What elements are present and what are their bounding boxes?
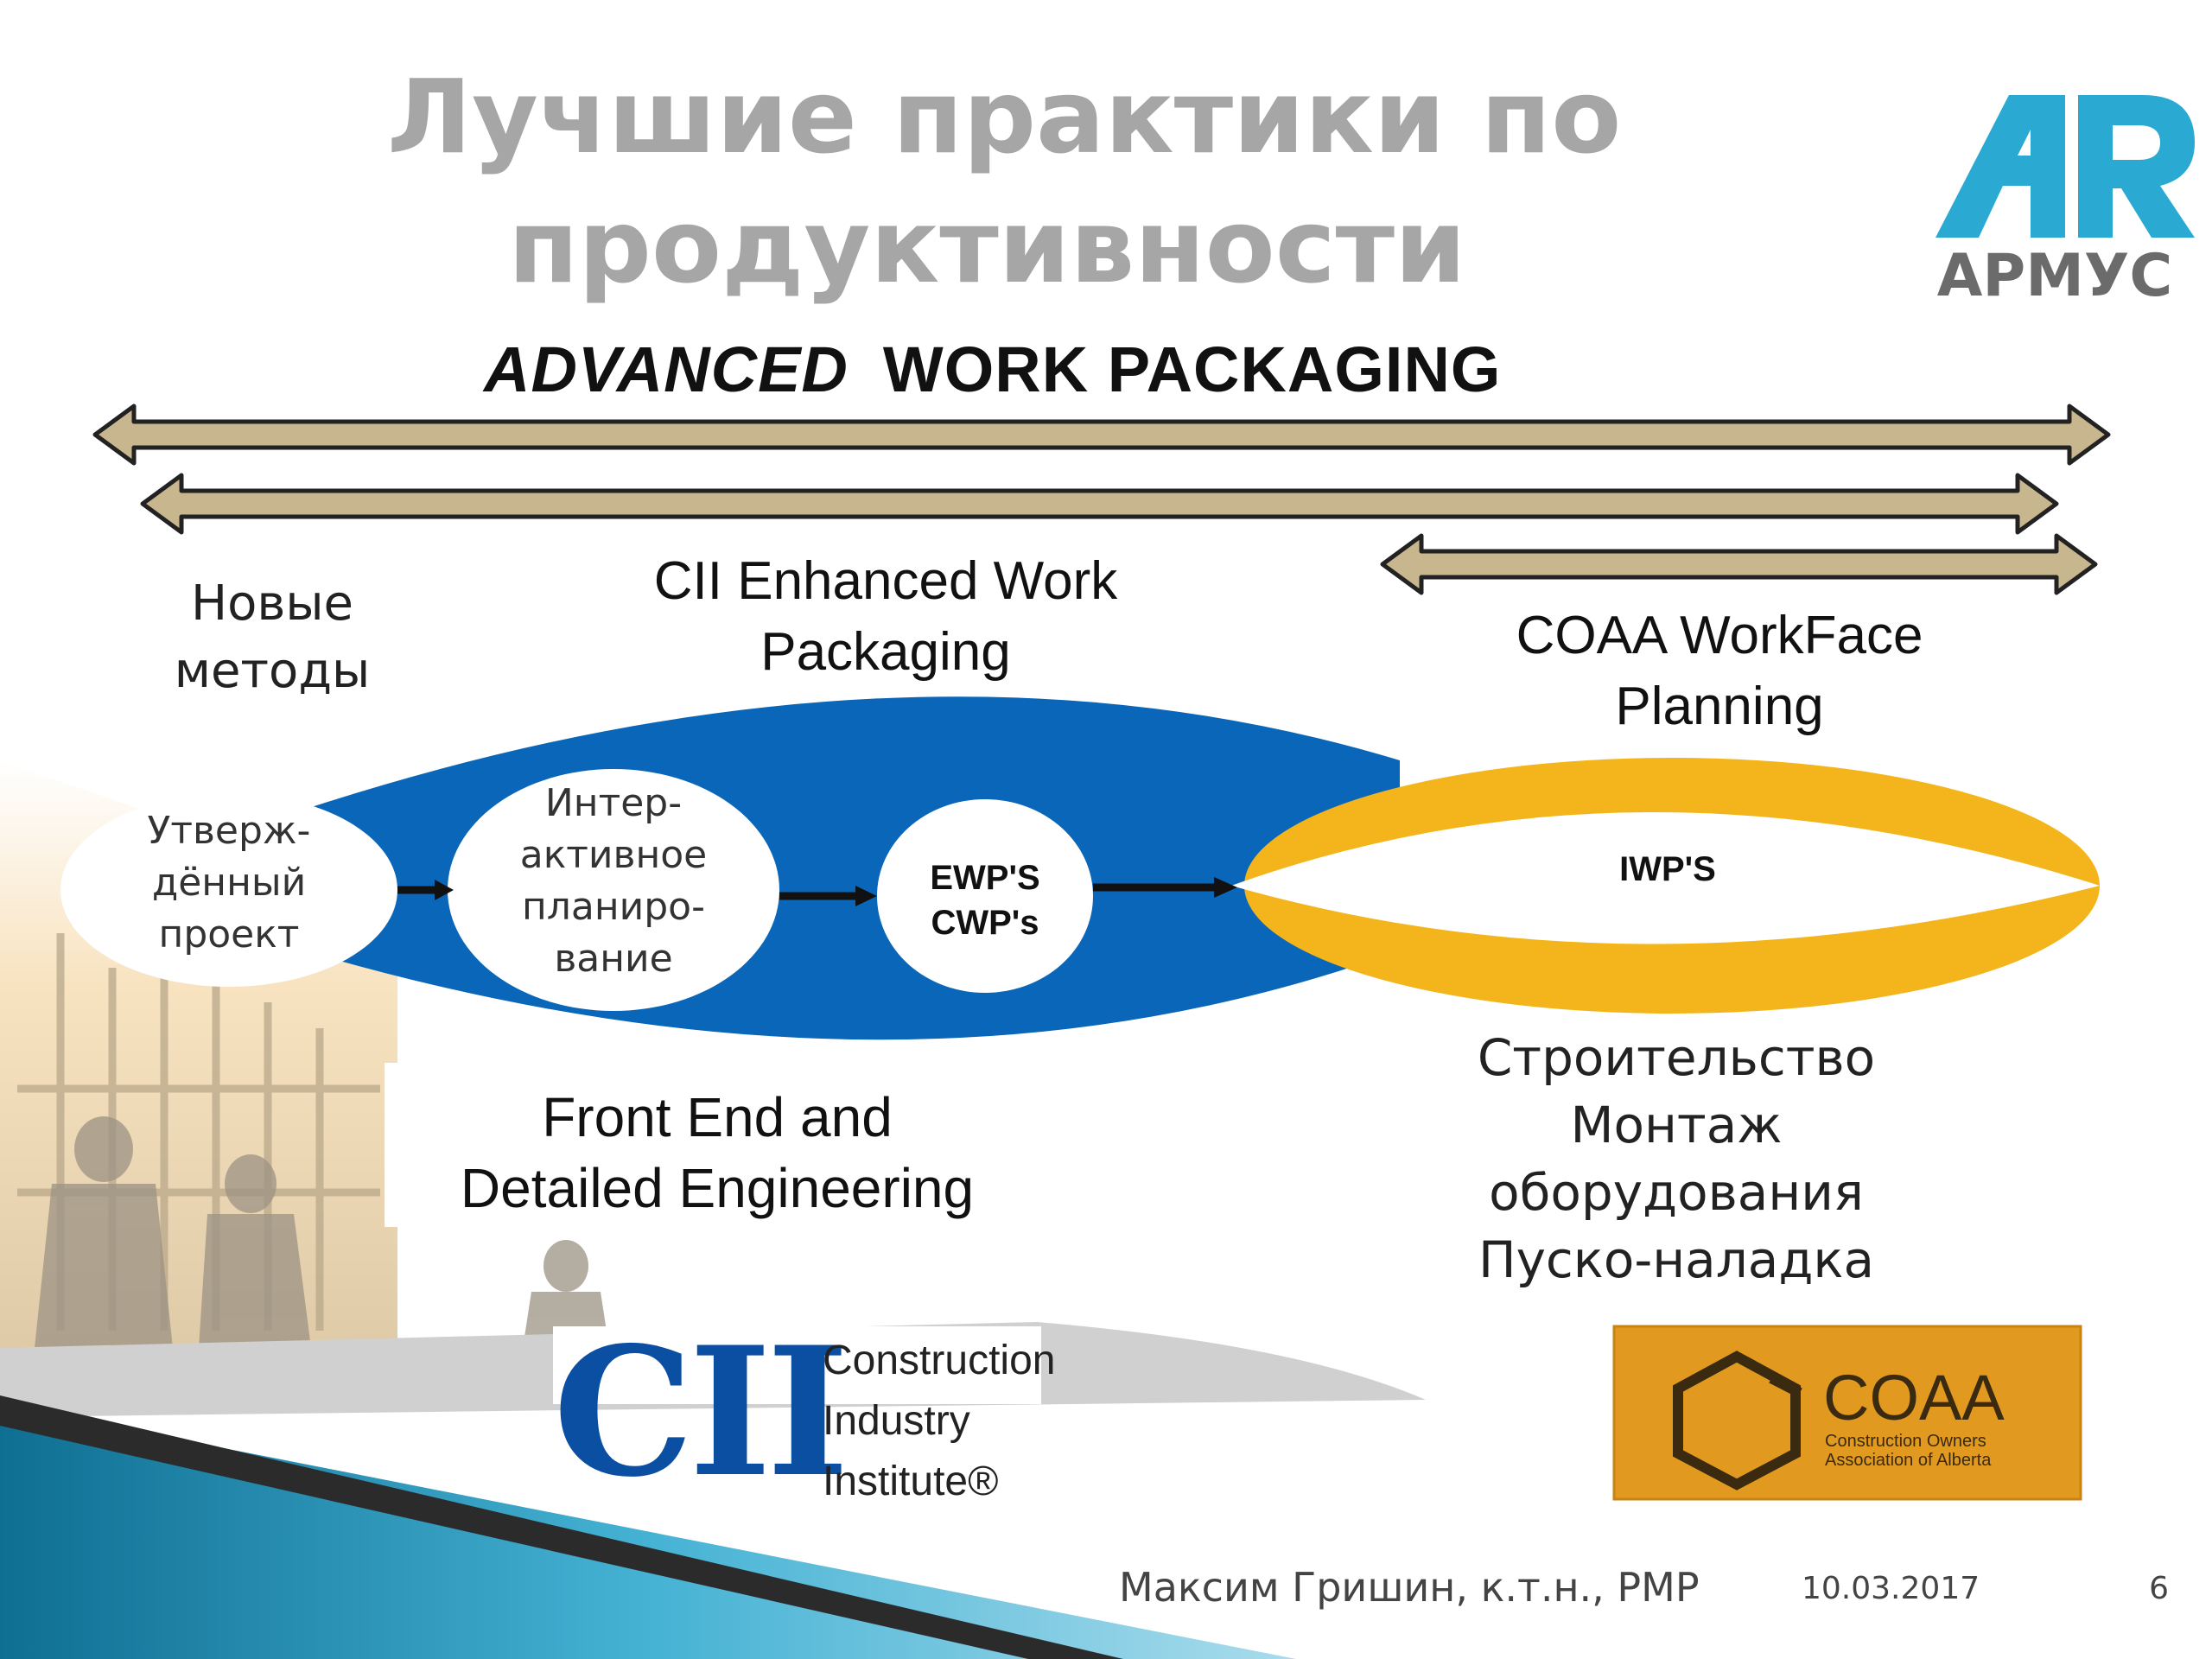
connector-arrowhead <box>1214 877 1237 898</box>
worker-silhouettes <box>35 1116 609 1348</box>
front-end-panel <box>385 1063 1041 1227</box>
node-interactive-planning <box>448 769 779 1011</box>
node-ewp-cwp <box>877 799 1093 993</box>
slide-title: Лучшие практики по продуктивности <box>363 52 1659 311</box>
construction-ring-inner <box>1231 812 2100 944</box>
arrow-advanced-work-packaging <box>92 404 2111 466</box>
heading-word-work-packaging: WORK PACKAGING <box>882 334 1502 405</box>
connector-arrowhead <box>435 880 454 900</box>
node-ewp-cwp-text: EWP'S CWP's <box>930 859 1040 942</box>
label-construction-phase: Строительство Монтаж оборудования Пуско-… <box>1477 1028 1876 1289</box>
coaa-logo-mark: COAA <box>1823 1362 2005 1433</box>
advanced-work-packaging-heading: ADVANCED WORK PACKAGING <box>484 333 1745 406</box>
coaa-hexagon-icon <box>1673 1351 1802 1491</box>
title-line-2: продуктивности <box>508 187 1466 306</box>
footer-date: 10.03.2017 <box>1802 1571 1980 1606</box>
label-front-end-engineering: Front End and Detailed Engineering <box>460 1086 975 1219</box>
armus-logo-name: АРМУС <box>1936 242 2173 310</box>
armus-logo-mark <box>1936 95 2195 238</box>
heading-word-advanced: ADVANCED <box>484 334 849 405</box>
arrow-cii-enhanced <box>140 473 2059 535</box>
arrow-coaa-workface <box>1380 533 2098 595</box>
label-new-methods: Новые методы <box>174 575 371 699</box>
coaa-logo-subtitle: Construction Owners Association of Alber… <box>1825 1432 1992 1470</box>
node-interactive-planning-text: Интер- активное планиро- вание <box>519 781 708 981</box>
cii-logo-text: Construction Industry Institute® <box>823 1338 1056 1504</box>
node-approved-project <box>60 793 397 987</box>
label-coaa-workface-planning: COAA WorkFace Planning <box>1516 606 1923 736</box>
teal-swoosh <box>0 1404 1296 1659</box>
node-iwp-text: IWP'S <box>1619 850 1716 888</box>
cii-logo-panel <box>553 1326 1041 1404</box>
node-approved-project-text: Утверж- дённый проект <box>147 809 311 957</box>
footer-author: Максим Гришин, к.т.н., PMP <box>1119 1564 1700 1611</box>
coaa-logo-badge <box>1614 1326 2081 1499</box>
page-number: 6 <box>2149 1571 2169 1606</box>
label-cii-enhanced-work-packaging: CII Enhanced Work Packaging <box>653 551 1118 682</box>
dark-swoosh <box>0 1395 1123 1659</box>
title-line-1: Лучшие практики по <box>387 57 1622 176</box>
connector-arrowhead <box>855 886 877 906</box>
cii-logo-mark: CII <box>553 1309 849 1516</box>
